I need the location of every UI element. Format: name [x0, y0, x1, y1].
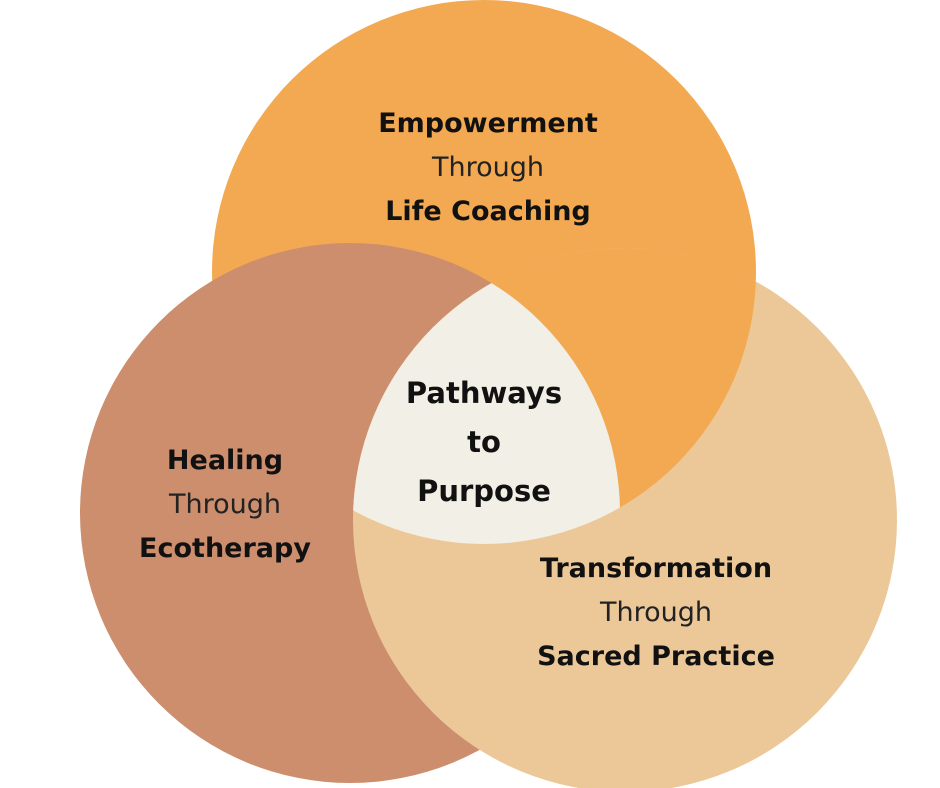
- empowerment-label: Empowerment Through Life Coaching: [378, 102, 598, 234]
- healing-subtitle: Ecotherapy: [139, 533, 311, 564]
- center-label: Pathways to Purpose: [406, 369, 562, 516]
- center-line-3: Purpose: [417, 474, 551, 508]
- transformation-subtitle: Sacred Practice: [537, 641, 775, 672]
- empowerment-title: Empowerment: [378, 108, 598, 139]
- empowerment-connector: Through: [431, 152, 544, 183]
- center-line-1: Pathways: [405, 376, 563, 410]
- transformation-label: Transformation Through Sacred Practice: [537, 547, 775, 679]
- healing-connector: Through: [169, 489, 281, 520]
- healing-title: Healing: [166, 445, 284, 476]
- healing-label: Healing Through Ecotherapy: [139, 439, 311, 571]
- transformation-title: Transformation: [539, 553, 773, 584]
- transformation-connector: Through: [600, 597, 712, 628]
- center-line-2: to: [467, 425, 501, 459]
- empowerment-subtitle: Life Coaching: [385, 196, 591, 227]
- center-intersection: [353, 248, 620, 544]
